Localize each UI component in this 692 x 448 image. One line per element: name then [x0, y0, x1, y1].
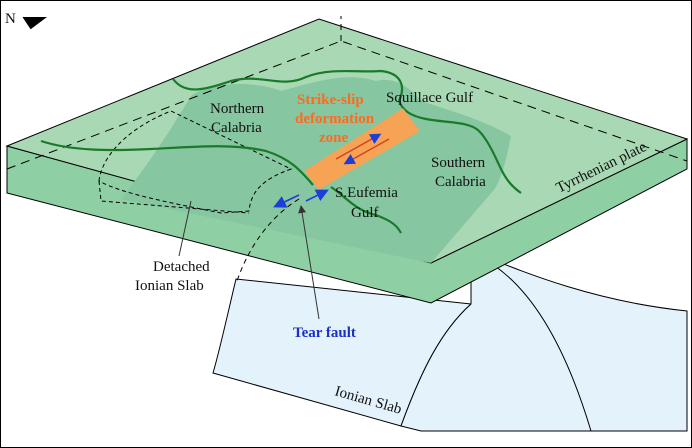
coastline-squillace: [397, 100, 522, 194]
north-arrow-icon: [22, 16, 47, 30]
southern-calabria-line1: Southern: [431, 155, 486, 171]
s-eufemia-line2: Gulf: [351, 205, 379, 221]
detached-slab-line1: Detached: [153, 259, 210, 275]
detached-slab-outline: [98, 110, 293, 214]
zone-arrow-1: [335, 133, 382, 160]
strike-slip-line3: zone: [319, 130, 349, 146]
zone-arrow-2: [343, 138, 390, 165]
detached-slab-lower-edge: [98, 180, 250, 214]
tear-fault-leader: [298, 205, 320, 320]
southern-calabria-line2: Calabria: [435, 174, 486, 190]
strike-slip-line1: Strike-slip: [297, 92, 364, 108]
tear-fault-trace: [236, 198, 300, 282]
coastline-north: [172, 69, 404, 102]
tear-fault-label: Tear fault: [293, 325, 356, 341]
coastline-south: [330, 186, 402, 234]
detached-slab-line2: Ionian Slab: [135, 278, 204, 294]
slip-arrow-right: [305, 189, 329, 202]
deformation-zone: [304, 108, 420, 190]
north-label: N: [5, 11, 16, 27]
s-eufemia-line1: S.Eufemia: [335, 185, 398, 201]
northern-calabria-line2: Calabria: [211, 120, 262, 136]
detached-slab-leader: [178, 200, 192, 257]
coastline-central: [40, 139, 314, 186]
squillace-gulf-label: Squillace Gulf: [386, 90, 473, 106]
hidden-edge-top: [6, 40, 688, 170]
northern-calabria-line1: Northern: [210, 101, 265, 117]
slip-arrow-left: [273, 194, 300, 208]
ionian-slab-side: [400, 250, 688, 432]
strike-slip-line2: deformation: [295, 111, 375, 127]
